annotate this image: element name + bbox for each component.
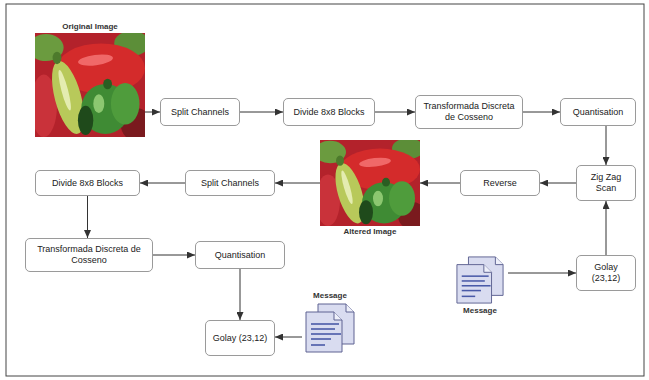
process-box: Quantisation [195, 241, 285, 269]
box-label: Divide 8x8 Blocks [52, 178, 123, 189]
text-line [462, 285, 491, 287]
flow-arrow [240, 269, 241, 320]
image-heading: Altered Image [344, 226, 397, 238]
text-line [311, 333, 341, 335]
box-label: Split Channels [171, 107, 229, 118]
process-box: Transformada Discreta de Cosseno [415, 95, 523, 129]
box-label: Reverse [483, 178, 517, 189]
flow-arrow [87, 196, 88, 238]
process-box: Transformada Discreta de Cosseno [25, 238, 153, 272]
page-fold [484, 265, 492, 273]
box-label: Golay (23,12) [213, 333, 268, 344]
flow-arrow [523, 112, 560, 113]
page-fold [334, 312, 342, 320]
process-box: Reverse [460, 170, 540, 196]
box-label: Golay (23,12) [582, 262, 630, 284]
text-line [462, 296, 475, 298]
pepper-shape [336, 155, 344, 165]
flow-arrow [240, 112, 283, 113]
pepper-shape [77, 53, 113, 68]
image-node: Altered Image [320, 140, 420, 238]
pepper-shape [382, 178, 390, 187]
box-label: Zig Zag Scan [582, 172, 630, 194]
flow-arrow [153, 255, 195, 256]
page-shape [306, 312, 342, 352]
pepper-shape [389, 181, 415, 215]
process-box: Golay (23,12) [576, 255, 636, 291]
box-label: Split Channels [201, 178, 259, 189]
pepper-shape [78, 106, 93, 135]
box-label: Quantisation [215, 250, 266, 261]
image-heading: Message [313, 290, 347, 302]
flow-arrow [606, 201, 607, 255]
image-node: Original Image [35, 21, 145, 137]
pepper-shape [373, 191, 383, 206]
process-box: Split Channels [185, 170, 275, 196]
figure-border [6, 4, 644, 376]
document-icon [452, 255, 508, 305]
process-box: Quantisation [560, 98, 636, 126]
flow-arrow [275, 183, 320, 184]
box-label: Quantisation [573, 107, 624, 118]
page-fold [495, 257, 503, 265]
message-icon: Message [452, 255, 508, 317]
process-box: Divide 8x8 Blocks [283, 98, 375, 126]
pepper-shape [358, 156, 391, 168]
flow-arrow [420, 183, 460, 184]
process-box: Zig Zag Scan [576, 165, 636, 201]
pepper-shape [111, 83, 140, 125]
text-line [462, 290, 481, 292]
pepper-shape [103, 79, 112, 89]
text-line [311, 338, 331, 340]
text-line [311, 323, 339, 325]
flow-arrow [375, 112, 415, 113]
process-box: Divide 8x8 Blocks [35, 170, 140, 196]
pepper-shape [339, 170, 354, 205]
flow-arrow [140, 183, 185, 184]
process-box: Split Channels [160, 98, 240, 126]
page-fold [346, 304, 354, 312]
flow-arrow [540, 183, 576, 184]
image-heading: Message [463, 305, 497, 317]
box-label: Transformada Discreta de Cosseno [31, 244, 147, 266]
pepper-shape [359, 200, 373, 224]
pepper-shape [56, 69, 73, 111]
page-shape [457, 265, 492, 303]
message-icon: Message [302, 290, 358, 354]
text-line [311, 328, 335, 330]
box-label: Divide 8x8 Blocks [293, 107, 364, 118]
flow-arrow [508, 273, 576, 274]
flow-arrow [275, 337, 302, 338]
text-line [462, 280, 485, 282]
box-label: Transformada Discreta de Cosseno [421, 101, 517, 123]
pepper-image [35, 33, 145, 137]
flow-arrow [606, 126, 607, 165]
text-line [462, 275, 489, 277]
pepper-image [320, 140, 420, 226]
document-icon [302, 302, 358, 354]
pepper-shape [93, 94, 104, 113]
pepper-shape [53, 52, 62, 64]
text-line [311, 344, 325, 346]
flow-arrow [145, 112, 160, 113]
image-heading: Original Image [62, 21, 118, 33]
process-box: Golay (23,12) [205, 320, 275, 356]
